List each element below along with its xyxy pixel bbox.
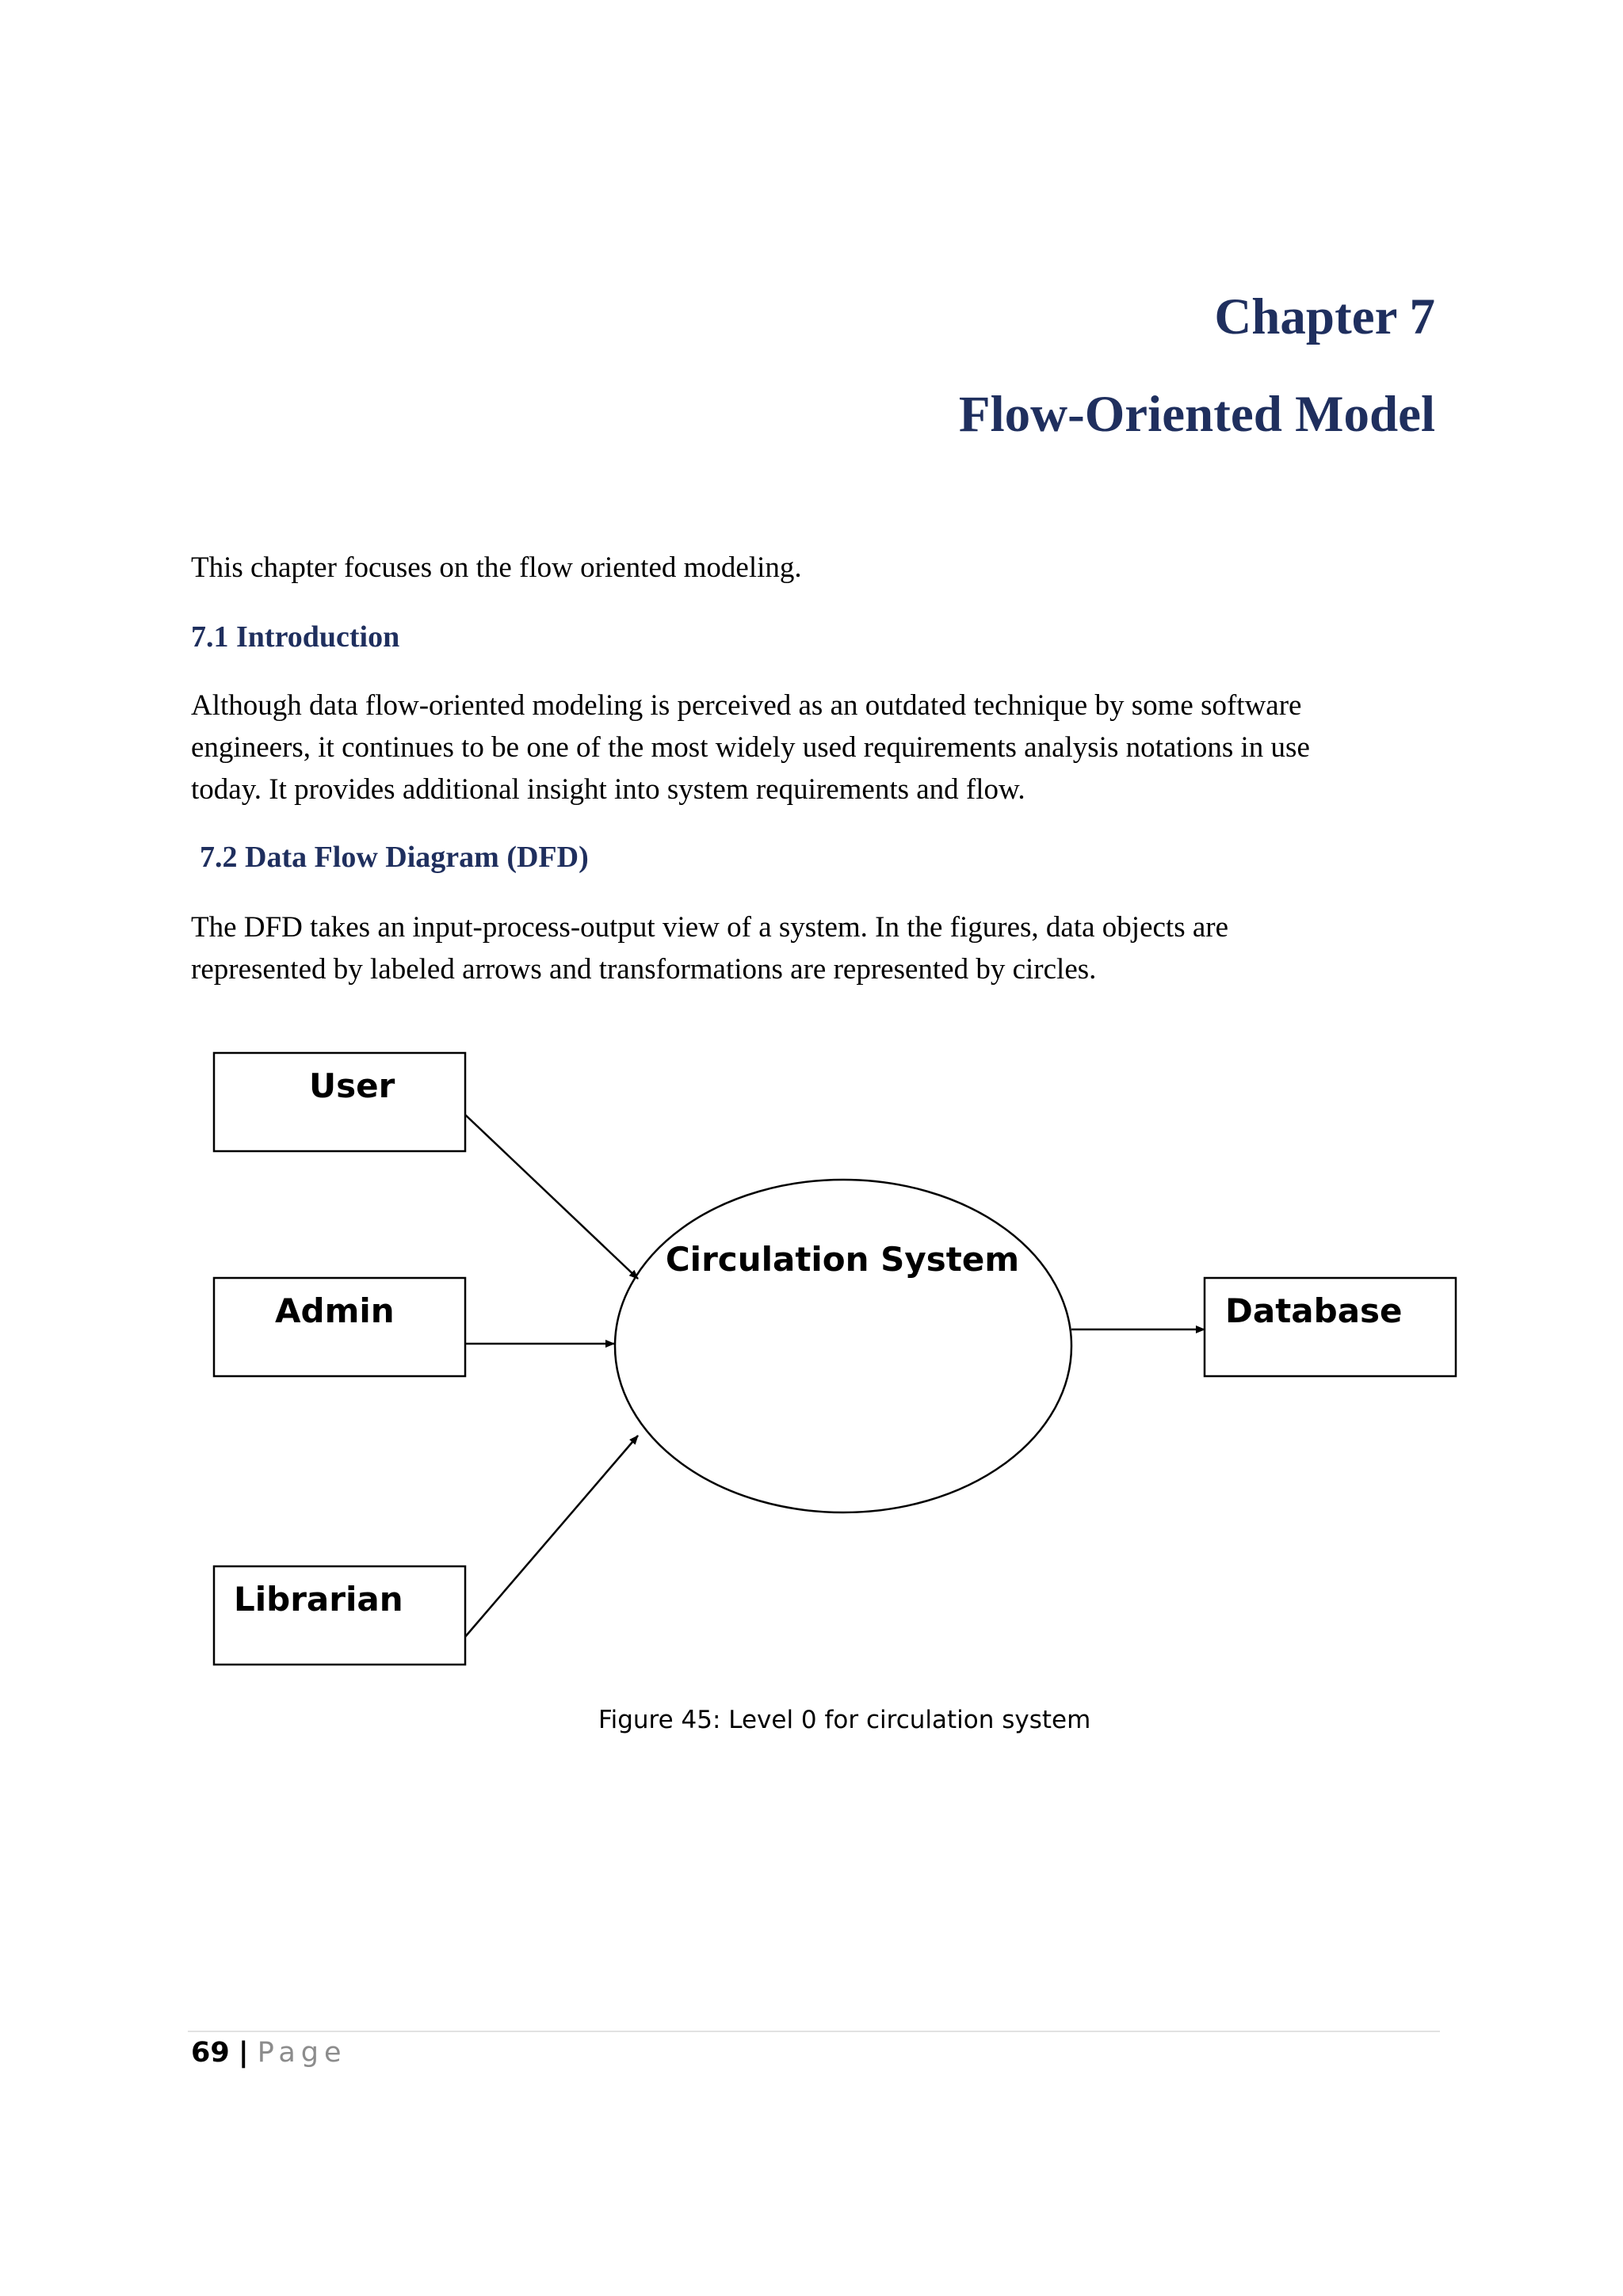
intro-sentence: This chapter focuses on the flow oriente… bbox=[191, 551, 802, 584]
figure-caption: Figure 45: Level 0 for circulation syste… bbox=[598, 1706, 1091, 1734]
user-to-process-arrow bbox=[464, 1114, 639, 1280]
librarian-entity-box bbox=[212, 1565, 467, 1666]
page-footer: 69 | Page bbox=[191, 2035, 347, 2072]
paragraph-line: represented by labeled arrows and transf… bbox=[191, 953, 1097, 986]
page-label: Page bbox=[257, 2037, 347, 2069]
chapter-title: Flow-Oriented Model bbox=[958, 386, 1435, 443]
footer-separator: | bbox=[238, 2037, 249, 2069]
footer-divider bbox=[188, 2031, 1440, 2032]
paragraph-line: The DFD takes an input-process-output vi… bbox=[191, 911, 1229, 944]
user-entity-label: User bbox=[309, 1066, 395, 1105]
user-entity-box bbox=[212, 1051, 467, 1153]
admin-entity-label: Admin bbox=[275, 1291, 395, 1330]
chapter-number: Chapter 7 bbox=[1214, 288, 1435, 345]
admin-entity-box bbox=[212, 1276, 467, 1378]
database-entity-label: Database bbox=[1225, 1291, 1403, 1330]
paragraph-line: Although data flow-oriented modeling is … bbox=[191, 689, 1302, 722]
librarian-entity-label: Librarian bbox=[234, 1580, 403, 1619]
introduction-paragraph: Although data flow-oriented modeling is … bbox=[191, 685, 1443, 810]
circulation-process-ellipse bbox=[613, 1178, 1073, 1514]
page-number: 69 bbox=[191, 2037, 230, 2069]
circulation-process-label: Circulation System bbox=[666, 1240, 1019, 1279]
paragraph-line: today. It provides additional insight in… bbox=[191, 773, 1025, 806]
section-heading-dfd: 7.2 Data Flow Diagram (DFD) bbox=[200, 841, 589, 874]
dfd-paragraph: The DFD takes an input-process-output vi… bbox=[191, 906, 1443, 990]
section-heading-introduction: 7.1 Introduction bbox=[191, 620, 400, 654]
librarian-to-process-arrow bbox=[464, 1435, 639, 1638]
paragraph-line: engineers, it continues to be one of the… bbox=[191, 731, 1310, 764]
